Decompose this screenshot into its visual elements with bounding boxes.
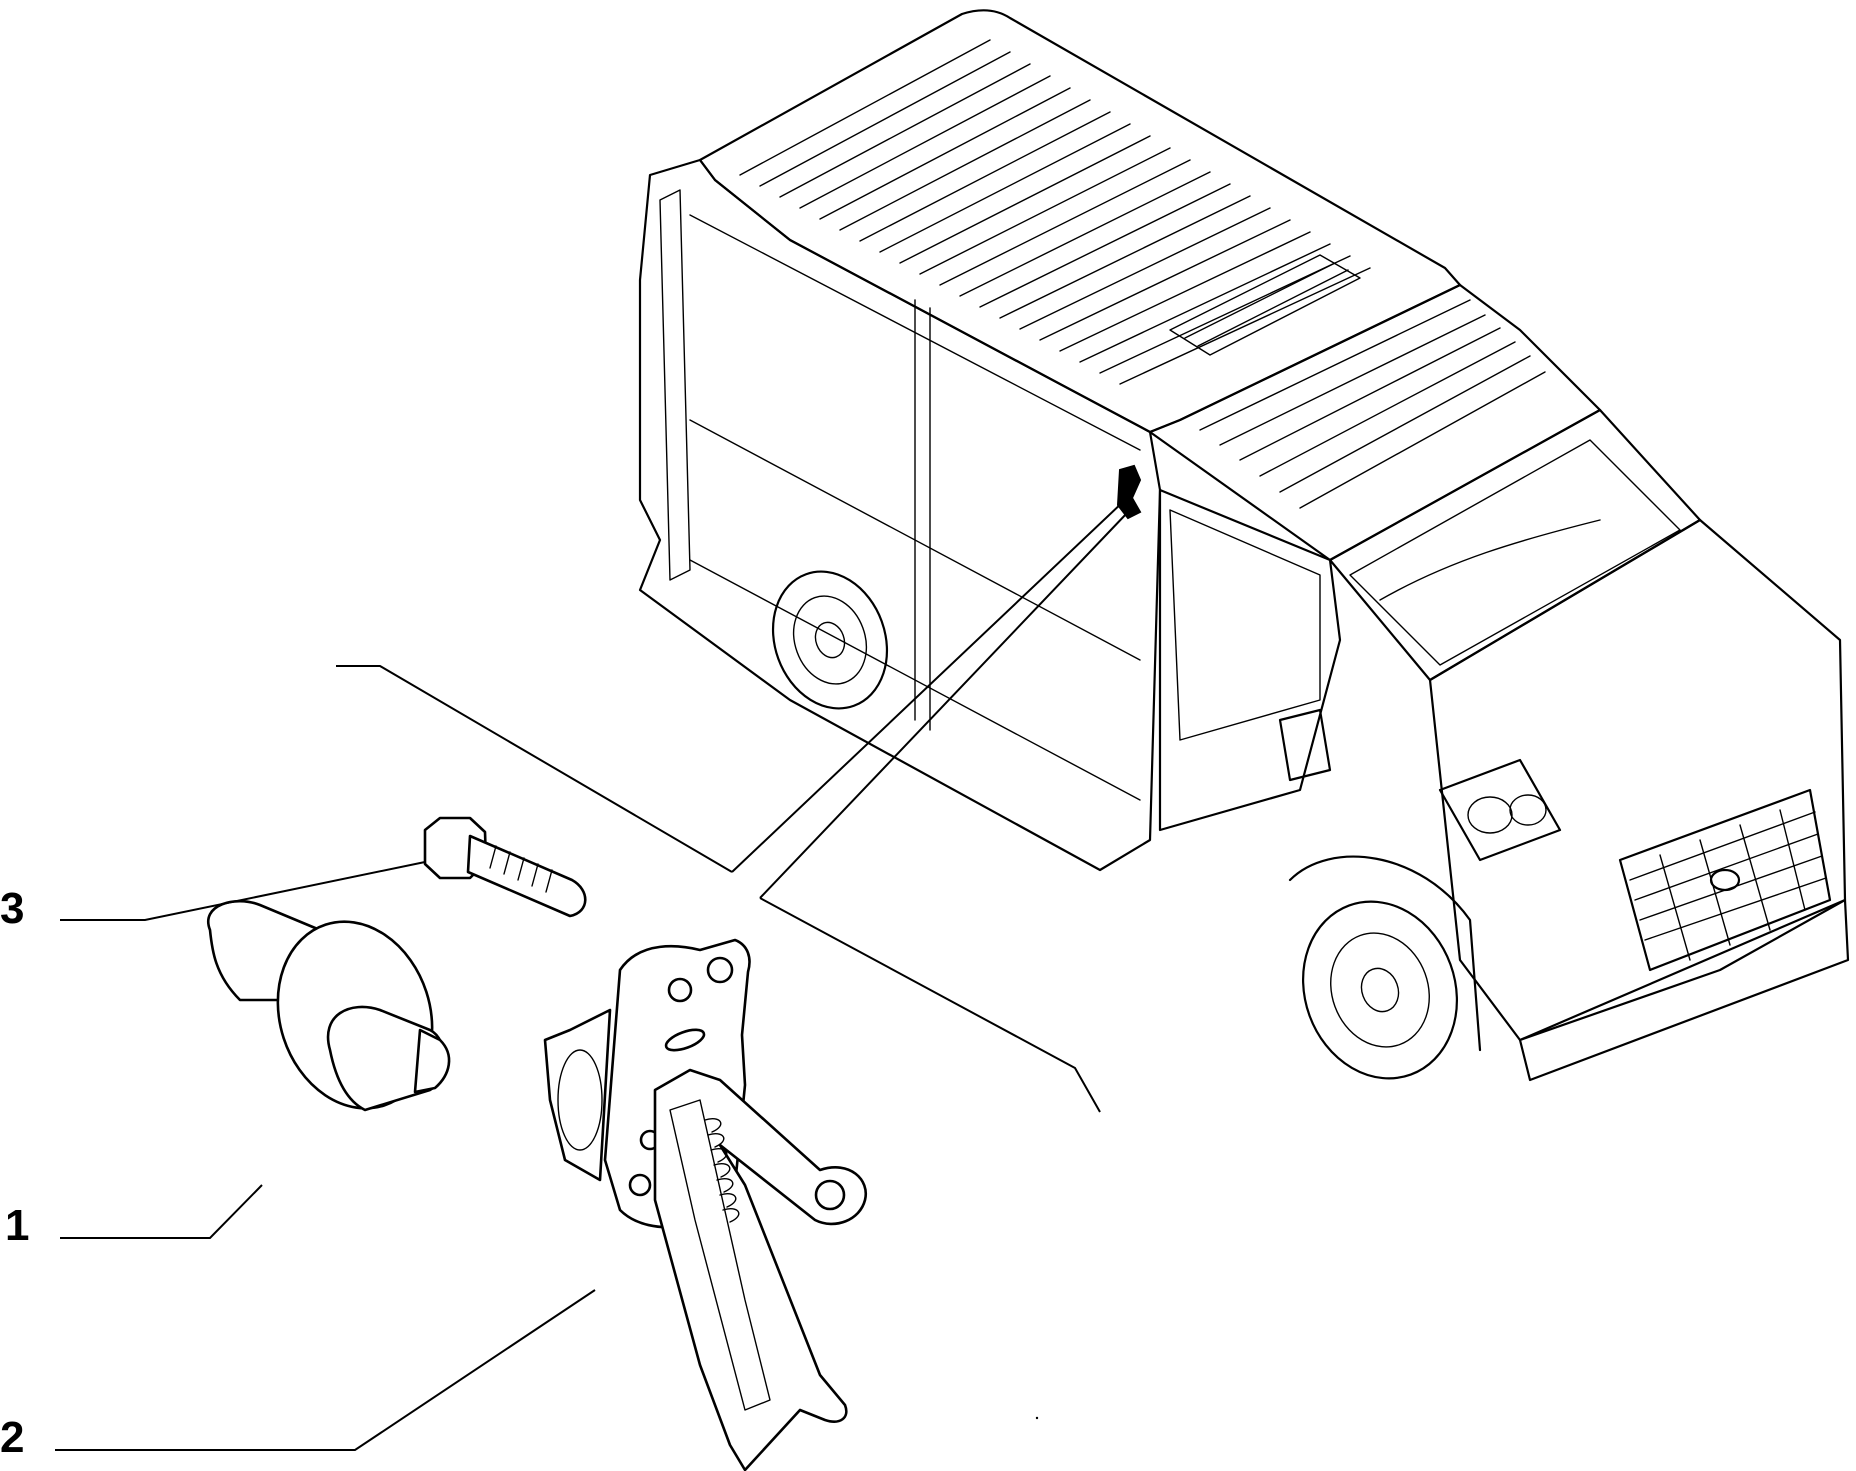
stop-pin-part [207,899,451,1112]
callout-1-leader [60,1184,263,1239]
detail-pointer-line-upper [731,499,1126,873]
van-illustration [638,9,1850,1082]
callout-3-label: 3 [0,884,24,933]
bolt-part [423,816,587,918]
callout-1-label: 1 [5,1201,29,1250]
stray-dot [1035,1416,1039,1420]
door-check-part [543,938,868,1471]
callout-3-leader [60,861,426,921]
callout-2-leader [55,1289,596,1451]
exploded-view-bracket-line [336,665,1101,1113]
door-check-location-marker [1116,464,1142,520]
detail-pointer-line-lower [759,511,1129,899]
callout-2-label: 2 [0,1413,24,1462]
